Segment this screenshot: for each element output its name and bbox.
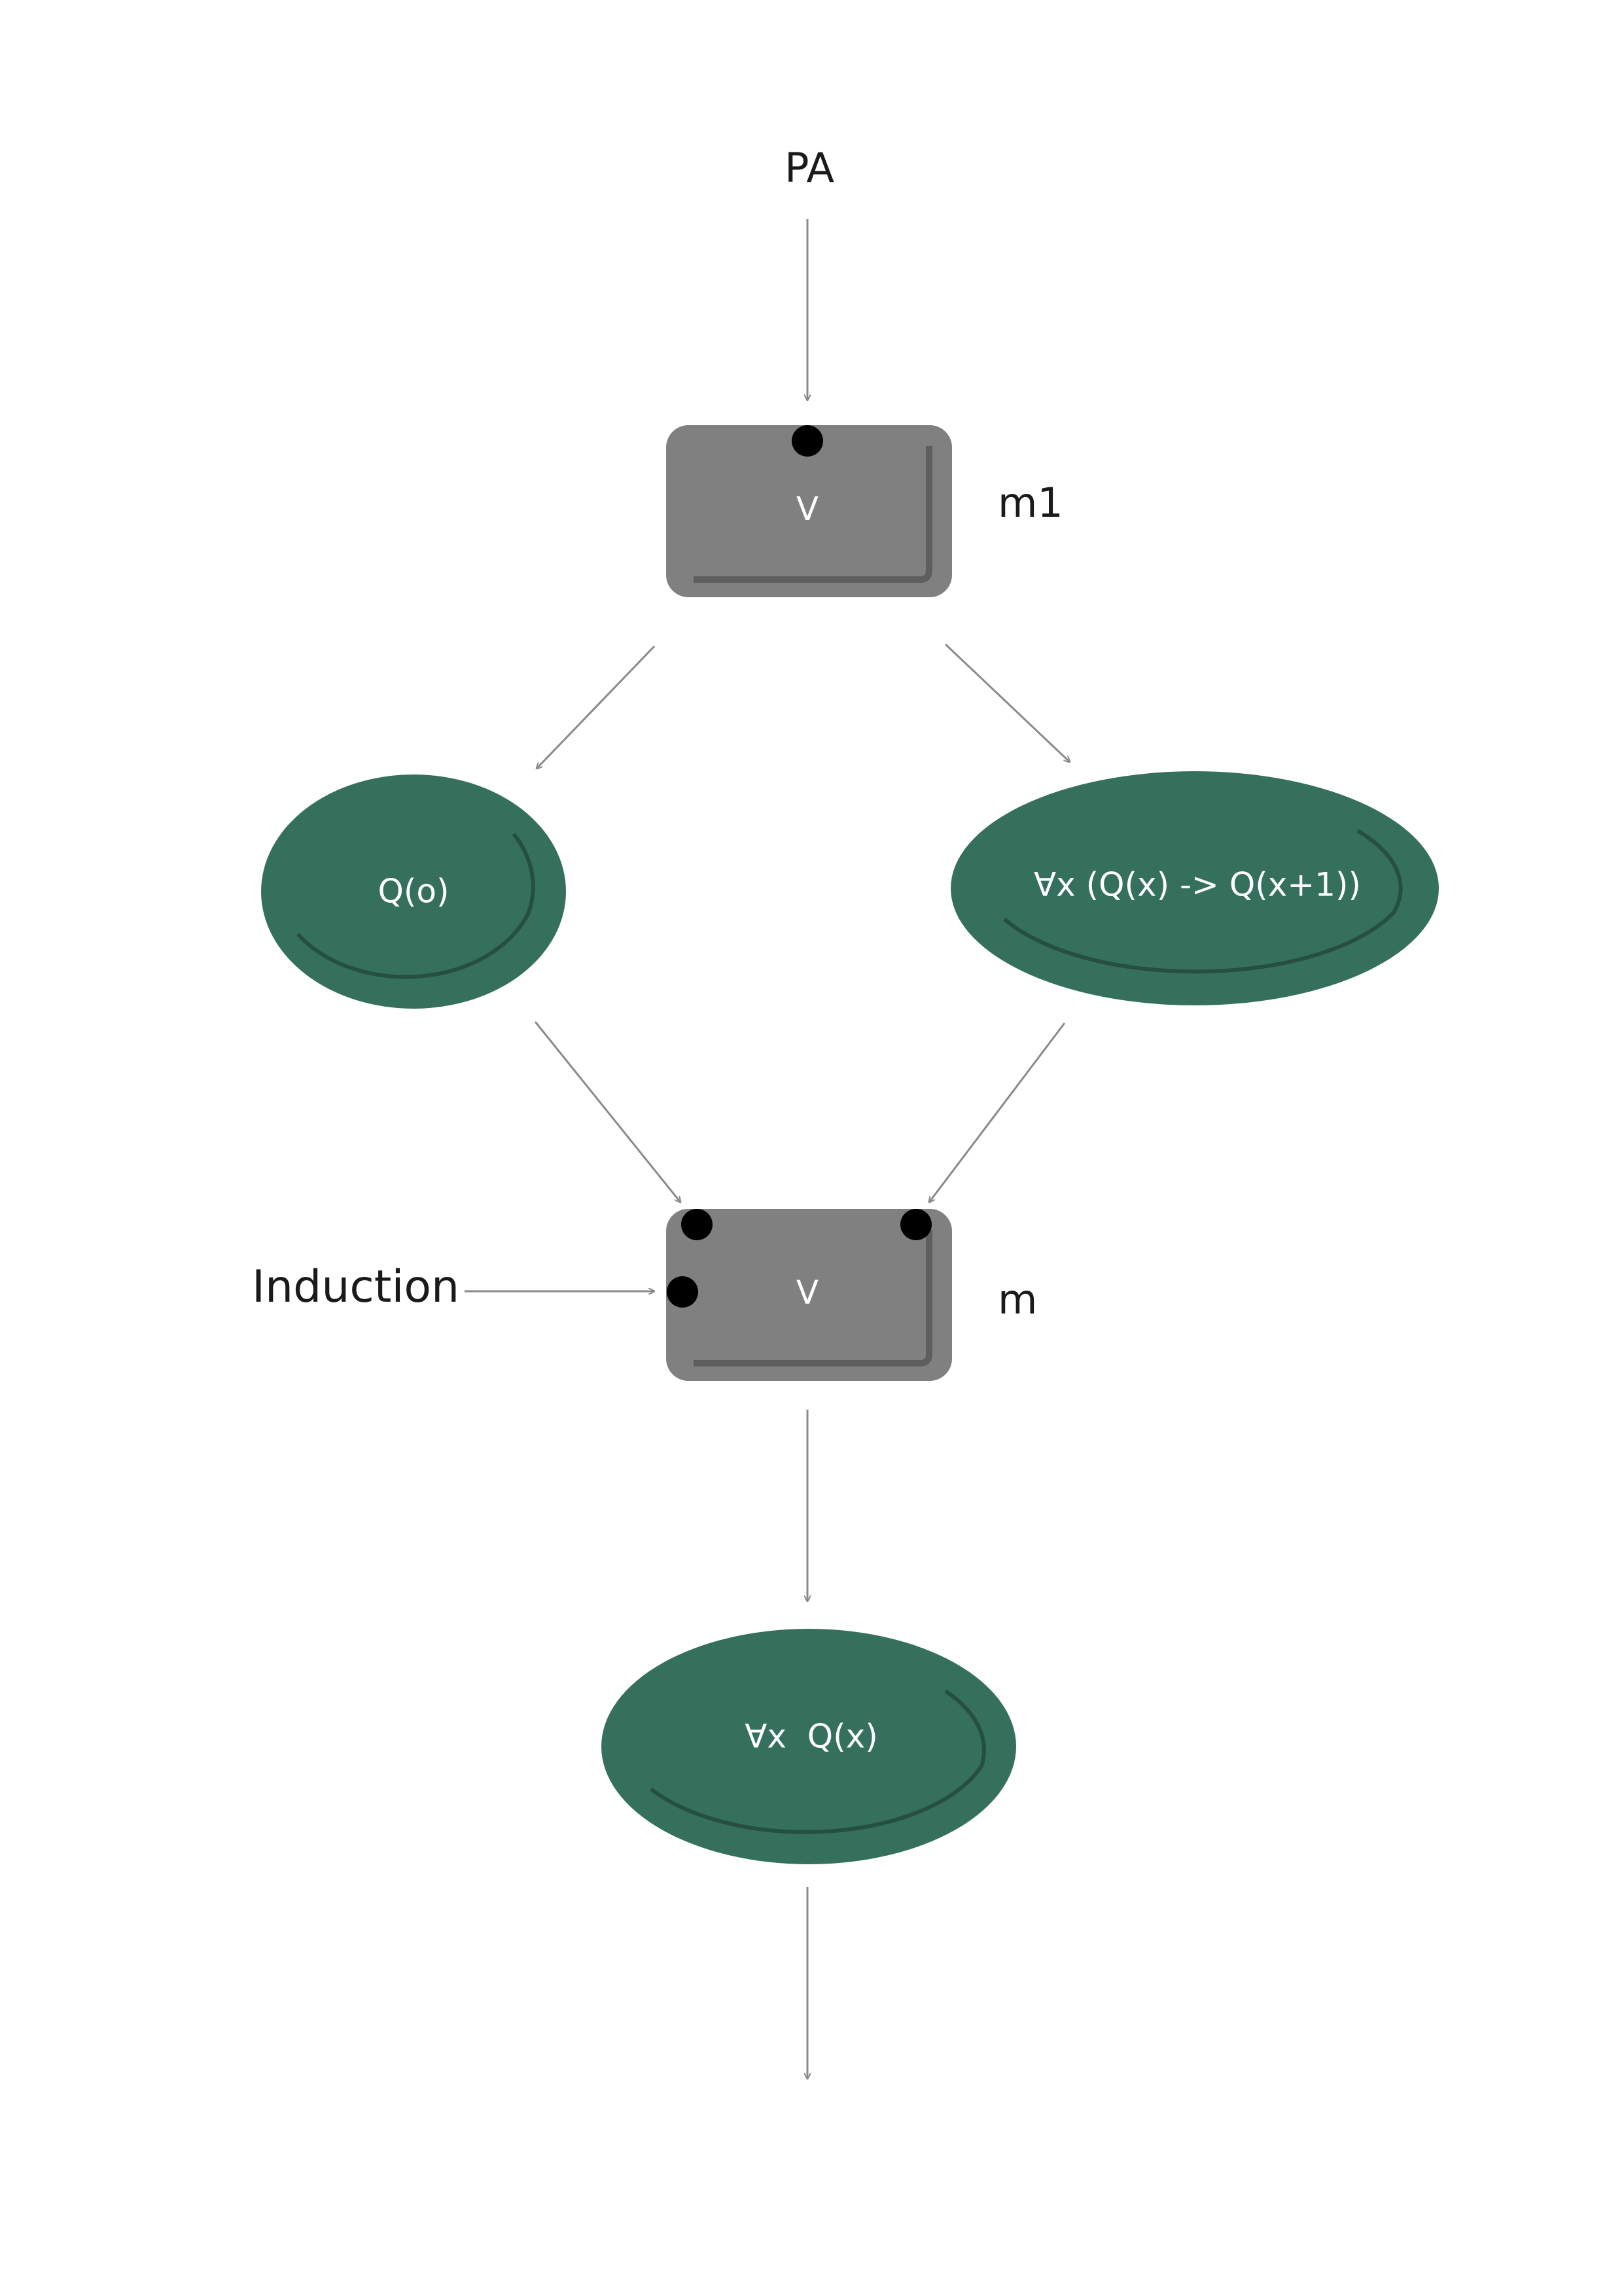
rule-node-m1-label: V (796, 490, 819, 528)
formula-node-q0-label: Q(o) (378, 873, 450, 911)
formula-node-forall-q-body (601, 1629, 1016, 1864)
formula-node-forall-q-bevel (650, 1689, 986, 1834)
formula-node-forall-q[interactable]: ∀x Q(x) (601, 1629, 1016, 1864)
edge-forall-implies-to-m (929, 1022, 1066, 1202)
input-port-dot[interactable] (792, 425, 823, 457)
premise-label-pa: PA (785, 144, 834, 192)
rule-node-m-label: V (796, 1274, 819, 1312)
edge-m1-to-forall-implies (944, 643, 1070, 762)
formula-node-forall-implies-bevel (1003, 829, 1403, 974)
rule-node-m-body (666, 1209, 952, 1381)
input-port-dot[interactable] (681, 1209, 713, 1240)
rule-node-m1-bevel (694, 446, 932, 583)
formula-node-forall-implies-label: ∀x (Q(x) -> Q(x+1)) (1034, 866, 1361, 904)
input-port-dot[interactable] (667, 1276, 698, 1308)
input-port-dot[interactable] (900, 1209, 932, 1240)
node-label-m: m (998, 1276, 1037, 1323)
formula-node-forall-implies[interactable]: ∀x (Q(x) -> Q(x+1)) (951, 771, 1439, 1005)
rule-node-m[interactable]: V (666, 1209, 952, 1381)
formula-node-q0[interactable]: Q(o) (261, 774, 566, 1009)
edge-q0-to-m (534, 1021, 680, 1202)
node-label-m1: m1 (998, 479, 1063, 527)
rule-node-m1-body (666, 425, 952, 597)
rule-node-m-bevel (694, 1230, 932, 1366)
formula-node-q0-body (261, 774, 566, 1009)
rule-label-induction: Induction (252, 1261, 459, 1313)
rule-node-m1[interactable]: V (666, 425, 952, 597)
formula-node-forall-implies-body (951, 771, 1439, 1005)
edge-m1-to-q0 (537, 645, 656, 769)
formula-node-forall-q-label: ∀x Q(x) (745, 1718, 878, 1756)
formula-node-q0-bevel (296, 833, 535, 979)
